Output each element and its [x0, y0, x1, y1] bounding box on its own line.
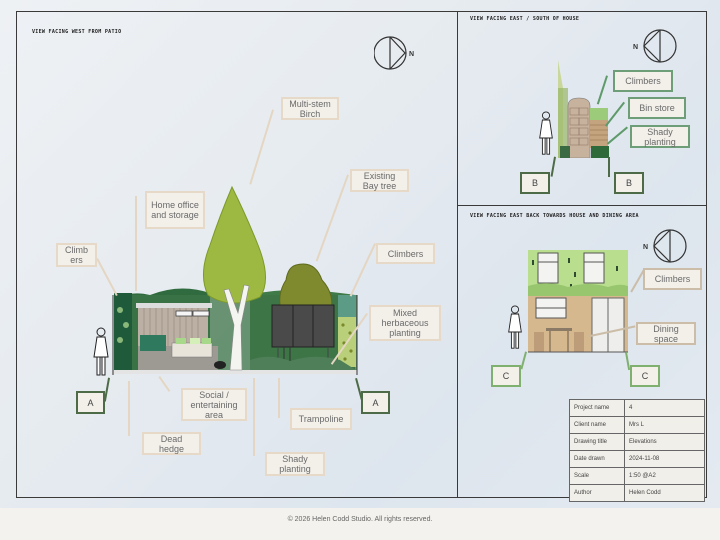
- label-bin-store: Bin store: [628, 97, 686, 119]
- label-climbers-b: Climbers: [613, 70, 673, 92]
- label-social-area: Social / entertaining area: [181, 388, 247, 421]
- leader-line: [253, 378, 255, 456]
- leader-line: [278, 378, 280, 418]
- title-block-key: Project name: [569, 399, 625, 417]
- label-shady-planting: Shady planting: [265, 452, 325, 476]
- label-dead-hedge: Dead hedge: [142, 432, 201, 455]
- svg-text:N: N: [409, 51, 414, 58]
- main-elevation-drawing: [100, 185, 365, 380]
- label-mixed-herbaceous: Mixed herbaceous planting: [369, 305, 441, 341]
- copyright-footer: © 2026 Helen Codd Studio. All rights res…: [287, 516, 433, 523]
- section-marker-b-left: B: [520, 172, 550, 194]
- label-existing-bay-tree: Existing Bay tree: [350, 169, 409, 192]
- person-scale-figure-icon: [91, 327, 111, 377]
- label-multi-stem-birch: Multi-stem Birch: [281, 97, 339, 120]
- top-right-panel-title: View facing east / south of house: [470, 16, 580, 22]
- person-scale-figure-icon: [537, 111, 555, 156]
- section-marker-c-right: C: [630, 365, 660, 387]
- north-arrow-icon: N: [630, 29, 678, 65]
- label-climbers-left: Climb ers: [56, 243, 97, 267]
- section-line: [608, 157, 610, 177]
- bottom-right-panel-title: View facing east back towards house and …: [470, 213, 639, 219]
- title-block-key: Author: [569, 484, 625, 502]
- north-arrow-icon: N: [374, 36, 418, 72]
- person-scale-figure-icon: [506, 305, 524, 350]
- section-marker-a-right: A: [361, 391, 390, 414]
- title-block-value: 1:50 @A2: [624, 467, 705, 485]
- title-block-value: 2024-11-08: [624, 450, 705, 468]
- section-marker-c-left: C: [491, 365, 521, 387]
- title-block-value: Helen Codd: [624, 484, 705, 502]
- north-arrow-icon: N: [640, 229, 688, 265]
- title-block-value: Mrs L: [624, 416, 705, 434]
- label-trampoline: Trampoline: [290, 408, 352, 430]
- leader-line: [135, 196, 137, 291]
- title-block-key: Date drawn: [569, 450, 625, 468]
- top-right-elevation-drawing: [555, 58, 613, 158]
- label-home-office: Home office and storage: [145, 191, 205, 229]
- label-dining-space: Dining space: [636, 322, 696, 345]
- svg-text:N: N: [643, 244, 648, 251]
- svg-text:N: N: [633, 44, 638, 51]
- bottom-right-elevation-drawing: [528, 250, 628, 354]
- section-marker-a-left: A: [76, 391, 105, 414]
- section-marker-b-right: B: [614, 172, 644, 194]
- drawing-sheet: View facing west from patio View facing …: [0, 0, 720, 508]
- title-block-key: Scale: [569, 467, 625, 485]
- label-climbers-c: Climbers: [643, 268, 702, 290]
- main-panel-title: View facing west from patio: [32, 29, 122, 35]
- label-climbers-right: Climbers: [376, 243, 435, 264]
- title-block-key: Drawing title: [569, 433, 625, 451]
- leader-line: [128, 381, 130, 436]
- title-block-value: Elevations: [624, 433, 705, 451]
- title-block-value: 4: [624, 399, 705, 417]
- label-shady-planting-b: Shady planting: [630, 125, 690, 148]
- title-block-key: Client name: [569, 416, 625, 434]
